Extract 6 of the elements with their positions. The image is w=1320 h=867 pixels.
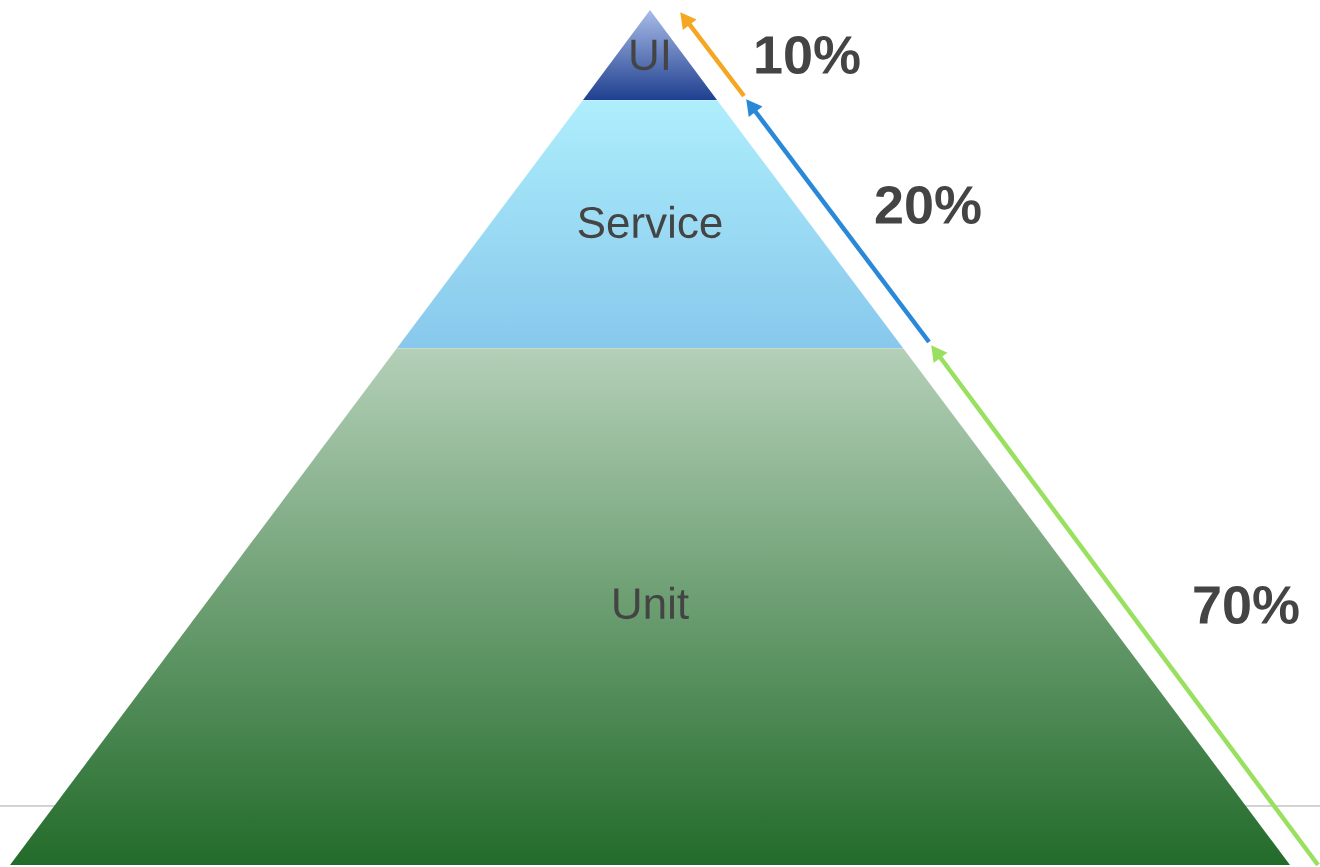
- pyramid-layer: UI: [631, 39, 668, 71]
- pyramid-layer: Service: [578, 205, 722, 239]
- percentage-label: 20%: [875, 185, 981, 225]
- percentage-label: 70%: [1194, 585, 1299, 625]
- pyramid-layer: Unit: [614, 586, 689, 620]
- percentage-label: 10%: [756, 35, 860, 75]
